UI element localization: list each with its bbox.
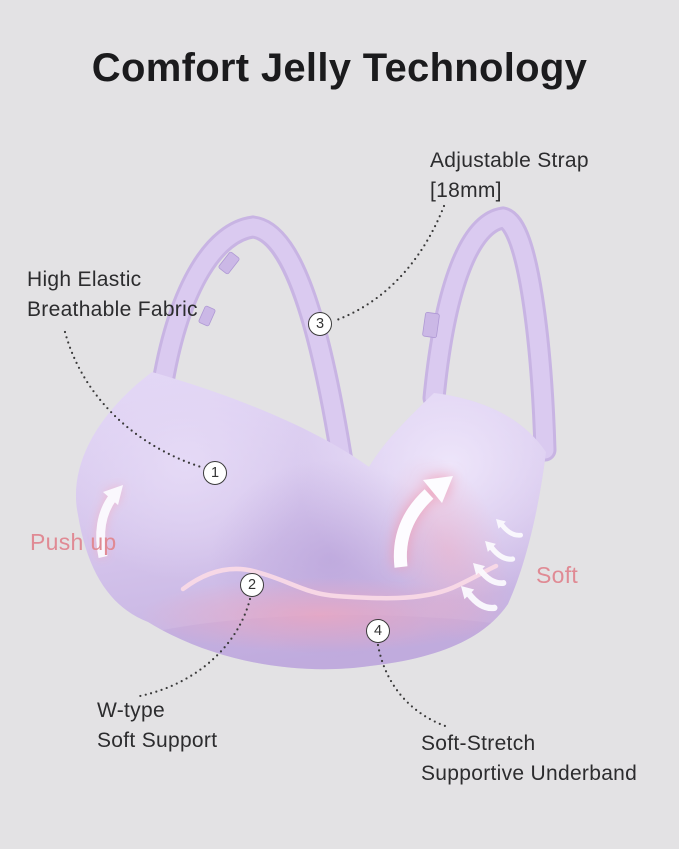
strap-adjuster-slider [218, 251, 240, 275]
page-title: Comfort Jelly Technology [91, 46, 588, 90]
leader-line-support [138, 597, 252, 698]
label-soft: Soft [536, 562, 579, 588]
label-breathable-fabric-line2: Breathable Fabric [27, 298, 198, 321]
callout-marker-2-number: 2 [247, 577, 257, 593]
strap-adjuster-slider [198, 305, 216, 327]
callout-marker-4-number: 4 [373, 623, 383, 639]
label-soft-support-line2: Soft Support [97, 729, 218, 752]
right-shoulder-strap [422, 206, 557, 462]
left-shoulder-strap [151, 215, 362, 527]
callout-marker-2: 2 [240, 573, 264, 597]
label-adjustable-strap-line2: [18mm] [430, 179, 502, 202]
leader-line-strap [332, 204, 446, 323]
label-supportive-underband: Soft-Stretch Supportive Underband [421, 729, 637, 789]
strap-adjuster-slider [422, 312, 440, 338]
callout-marker-1-number: 1 [210, 465, 220, 481]
label-supportive-underband-line1: Soft-Stretch [421, 732, 536, 755]
label-soft-support: W-type Soft Support [97, 696, 217, 756]
callout-marker-1: 1 [203, 461, 227, 485]
label-soft-support-line1: W-type [97, 699, 165, 722]
callout-marker-4: 4 [366, 619, 390, 643]
label-breathable-fabric: High Elastic Breathable Fabric [27, 265, 198, 325]
label-adjustable-strap: Adjustable Strap [18mm] [430, 146, 589, 206]
callout-marker-3-number: 3 [315, 316, 325, 332]
lift-arrow-icon [393, 476, 453, 568]
label-breathable-fabric-line1: High Elastic [27, 268, 142, 291]
w-support-wave-line [180, 563, 499, 601]
leader-line-fabric [63, 330, 203, 469]
push-up-arrow-icon [96, 485, 123, 558]
label-supportive-underband-line2: Supportive Underband [421, 762, 638, 785]
callout-marker-3: 3 [308, 312, 332, 336]
label-push-up: Push up [30, 529, 117, 555]
label-adjustable-strap-line1: Adjustable Strap [430, 149, 589, 172]
